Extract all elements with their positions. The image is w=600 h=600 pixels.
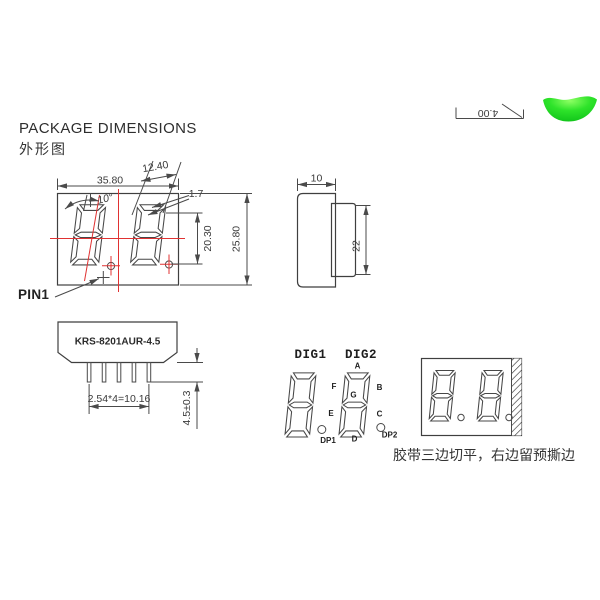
dim-depth: 10 bbox=[297, 173, 336, 191]
seg-b-label: B bbox=[377, 383, 383, 392]
pins bbox=[86, 362, 152, 383]
side-body bbox=[296, 192, 337, 288]
diagram-digit-1 bbox=[284, 372, 317, 438]
dim-text-20-30: 20.30 bbox=[202, 225, 214, 251]
page-subtitle-cn: 外形图 bbox=[19, 141, 67, 157]
dim-text-10deg: 10° bbox=[96, 191, 114, 206]
cutoff-dimension-fragment: 4.00 bbox=[455, 103, 524, 119]
dim-tilt-angle: 10° bbox=[64, 191, 114, 212]
pin1-pointer bbox=[54, 271, 110, 298]
diagram-digit-2 bbox=[338, 372, 371, 438]
dig2-label: DIG2 bbox=[345, 348, 377, 362]
dim-text-25-80: 25.80 bbox=[231, 226, 243, 252]
seg-f-label: F bbox=[332, 382, 337, 391]
seg-c-label: C bbox=[377, 410, 383, 419]
tape-dp1-circle bbox=[457, 413, 465, 422]
tape-note-cn: 胶带三边切平，右边留预撕边 bbox=[393, 449, 575, 464]
dim-text-pitch: 2.54*4=10.16 bbox=[88, 393, 151, 405]
front-digit-1 bbox=[70, 204, 107, 266]
dim-text-12-40: 12.40 bbox=[141, 159, 169, 175]
dim-overall-width: 35.80 bbox=[57, 175, 179, 190]
dig1-label: DIG1 bbox=[294, 348, 326, 362]
tear-edge-hatch bbox=[511, 358, 522, 436]
tape-dp2-circle bbox=[505, 413, 513, 422]
tape-view bbox=[420, 357, 523, 437]
dim-char-height: 20.30 bbox=[166, 212, 214, 265]
tape-digit-1 bbox=[428, 370, 456, 422]
dim-text-22: 22 bbox=[351, 240, 363, 252]
green-led-blob bbox=[543, 96, 597, 122]
seg-d-label: D bbox=[352, 435, 358, 444]
dim-face-height: 22 bbox=[351, 205, 371, 275]
side-view: 10 22 bbox=[296, 173, 371, 288]
pin1-label: PIN1 bbox=[18, 287, 50, 302]
dim-text-pin-length: 4.5±0.3 bbox=[181, 390, 193, 425]
segment-diagram: DIG1 DIG2 A F B G E C D DP1 DP2 bbox=[284, 348, 398, 445]
dim-digit-width: 12.40 bbox=[131, 159, 182, 216]
dim-pin-length: 4.5±0.3 bbox=[150, 348, 203, 429]
bottom-body bbox=[57, 321, 178, 364]
dim-pin-pitch: 2.54*4=10.16 bbox=[88, 384, 151, 414]
dp2-circle bbox=[376, 423, 386, 432]
front-view: 35.80 12.40 10° 1.7 bbox=[50, 159, 252, 298]
front-digit-2 bbox=[130, 204, 167, 266]
seg-e-label: E bbox=[328, 409, 334, 418]
dp2-label: DP2 bbox=[382, 431, 398, 440]
fragment-dim-text: 4.00 bbox=[478, 107, 499, 119]
page-title: PACKAGE DIMENSIONS bbox=[19, 120, 197, 137]
dim-overall-height: 25.80 bbox=[180, 193, 252, 286]
red-centerlines bbox=[50, 189, 185, 292]
tape-digit-2 bbox=[476, 370, 504, 422]
dim-text-35-80: 35.80 bbox=[97, 175, 123, 187]
part-number: KRS-8201AUR-4.5 bbox=[75, 337, 161, 348]
dp1-circle bbox=[317, 425, 327, 434]
dp1-label: DP1 bbox=[320, 436, 336, 445]
seg-a-label: A bbox=[355, 362, 361, 371]
bottom-view: KRS-8201AUR-4.5 2.54*4=10.16 4.5±0.3 bbox=[57, 321, 203, 429]
seg-g-label: G bbox=[350, 391, 356, 400]
dim-text-10: 10 bbox=[311, 173, 323, 185]
side-face bbox=[330, 202, 357, 278]
